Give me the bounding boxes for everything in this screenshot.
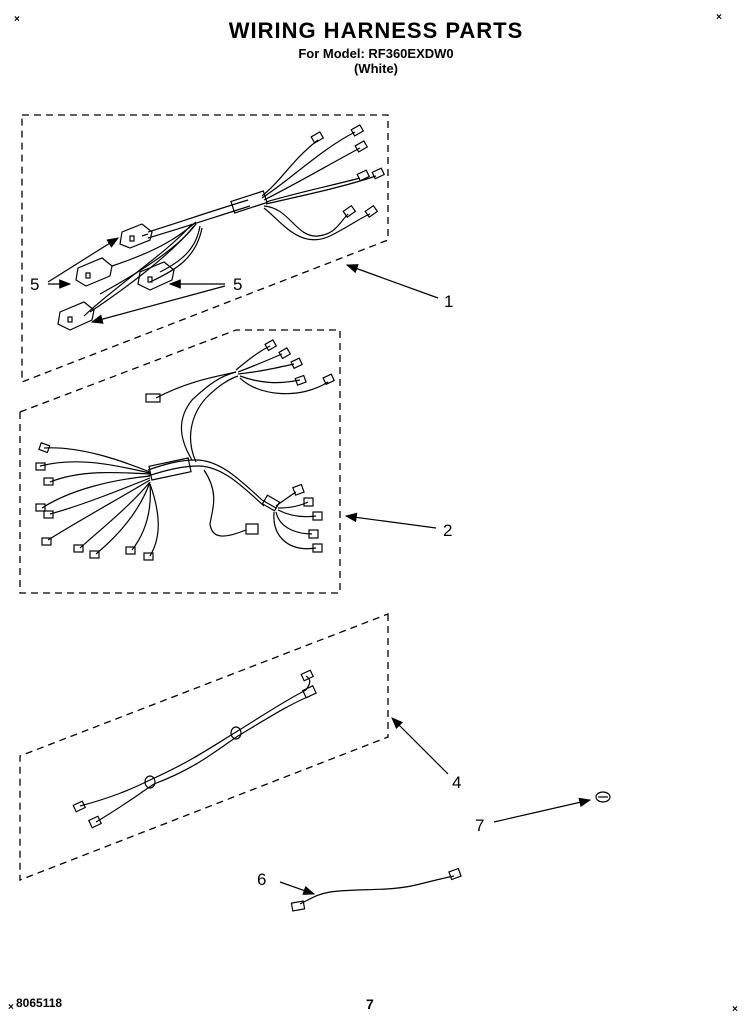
- page-title: WIRING HARNESS PARTS: [228, 18, 524, 43]
- corner-mark-top-right: ×: [716, 12, 722, 23]
- callout-6-leader: [279, 881, 316, 895]
- callout-1: 1: [444, 292, 453, 311]
- page-number: 7: [366, 996, 374, 1012]
- callout-1-leader: [345, 264, 439, 299]
- harness-1: [57, 124, 386, 331]
- part-6: [290, 867, 462, 912]
- model-line: For Model: RF360EXDW0: [298, 46, 454, 61]
- callout-4: 4: [452, 773, 461, 792]
- corner-mark-bottom-right: ×: [732, 1004, 738, 1015]
- callout-7-leader: [493, 797, 592, 823]
- harness-4-box: [19, 613, 389, 881]
- callout-5-right: 5: [233, 275, 242, 294]
- callout-2-leader: [344, 512, 437, 529]
- color-line: (White): [353, 61, 399, 76]
- callout-5-left: 5: [30, 275, 39, 294]
- harness-2-box: [19, 329, 341, 594]
- part-7: [595, 791, 611, 803]
- corner-mark-top-left: ×: [14, 14, 20, 25]
- callout-7: 7: [475, 816, 484, 835]
- document-code: 8065118: [16, 996, 63, 1010]
- callout-4-leader: [391, 717, 449, 775]
- corner-mark-bottom-left: ×: [8, 1002, 14, 1013]
- callout-5-arrows: [47, 237, 226, 324]
- callout-6: 6: [257, 870, 266, 889]
- callout-2: 2: [443, 521, 452, 540]
- harness-2: [35, 339, 336, 561]
- harness-4: [72, 669, 317, 829]
- harness-1-box: [21, 114, 389, 383]
